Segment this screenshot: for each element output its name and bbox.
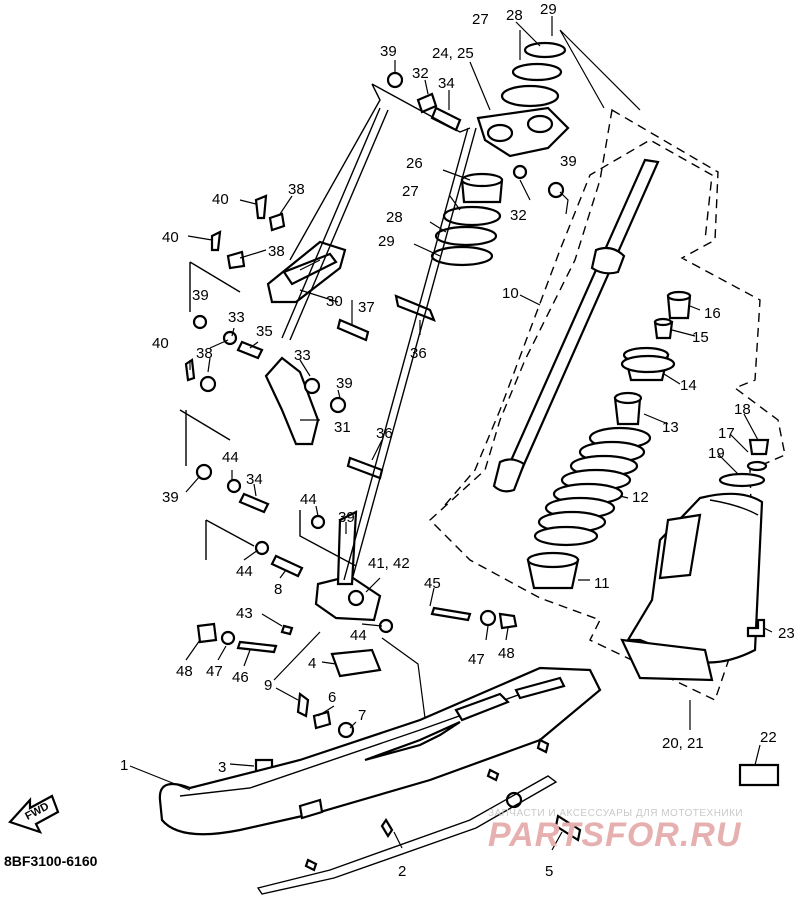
callout-41-42: 41, 42	[368, 555, 410, 572]
callout-27-top: 27	[472, 11, 489, 28]
callout-17: 17	[718, 425, 735, 442]
callout-22: 22	[760, 729, 777, 746]
callout-8: 8	[274, 581, 282, 598]
callout-5: 5	[545, 863, 553, 880]
callout-34: 34	[246, 471, 263, 488]
callout-26: 26	[406, 155, 423, 172]
shock-rod	[492, 158, 660, 493]
callout-34-top: 34	[438, 75, 455, 92]
callout-33: 33	[228, 309, 245, 326]
callout-6: 6	[328, 689, 336, 706]
diagram-code: 8BF3100-6160	[4, 853, 98, 869]
callout-4: 4	[308, 655, 316, 672]
callout-12: 12	[632, 489, 649, 506]
callout-2: 2	[398, 863, 406, 880]
callout-28: 28	[386, 209, 403, 226]
callout-37: 37	[358, 299, 375, 316]
callout-36-upper: 36	[410, 345, 427, 362]
callout-10: 10	[502, 285, 519, 302]
middle-bushings	[430, 172, 504, 267]
callout-38-lower: 38	[196, 345, 213, 362]
callout-11: 11	[594, 575, 610, 592]
callout-29-top: 29	[540, 1, 557, 18]
callout-13: 13	[662, 419, 679, 436]
shock-assembly-outline	[428, 108, 786, 701]
callout-32: 32	[510, 207, 527, 224]
callout-39-lower: 39	[338, 509, 355, 526]
shock-body	[620, 438, 770, 682]
spring-seat	[526, 551, 580, 590]
callout-38-top: 38	[288, 181, 305, 198]
callout-1: 1	[120, 757, 128, 774]
watermark-brand: PARTSFOR.RU	[488, 816, 742, 854]
callout-46: 46	[232, 669, 249, 686]
callout-31: 31	[334, 419, 351, 436]
callout-44-lower: 44	[350, 627, 367, 644]
decal: TSS	[738, 763, 780, 787]
callout-44-mid: 44	[300, 491, 317, 508]
callout-28-top: 28	[506, 7, 523, 24]
callout-33-mid: 33	[294, 347, 311, 364]
callout-labels: 1 2 3 4 5 6 7 8 9 10 11 12 13 14 15 16 1…	[120, 1, 795, 880]
decal-text: TSS	[745, 772, 766, 784]
shock-spring	[533, 426, 652, 547]
callout-48-right: 48	[498, 645, 515, 662]
shock-stop-parts	[613, 290, 692, 426]
callout-48-left: 48	[176, 663, 193, 680]
callout-36-lower: 36	[376, 425, 393, 442]
callout-45: 45	[424, 575, 441, 592]
callout-39-mid: 39	[336, 375, 353, 392]
callout-15: 15	[692, 329, 709, 346]
callout-23: 23	[778, 625, 795, 642]
callout-40-mid: 40	[162, 229, 179, 246]
watermark-caption: ЗАПЧАСТИ И АКСЕССУАРЫ ДЛЯ МОТОТЕХНИКИ	[488, 808, 743, 819]
callout-38-mid: 38	[268, 243, 285, 260]
callout-32-top: 32	[412, 65, 429, 82]
group-brackets	[179, 83, 471, 567]
callout-27: 27	[402, 183, 419, 200]
callout-39-lower-left: 39	[162, 489, 179, 506]
shock-inner-outline	[444, 139, 713, 506]
spindle	[314, 510, 382, 622]
callout-39-top: 39	[380, 43, 397, 60]
upper-bracket	[476, 41, 570, 199]
callout-24-25: 24, 25	[432, 45, 474, 62]
callout-39-left: 39	[192, 287, 209, 304]
callout-47-right: 47	[468, 651, 485, 668]
callout-19: 19	[708, 445, 725, 462]
callout-47-left: 47	[206, 663, 223, 680]
callout-7: 7	[358, 707, 366, 724]
callout-3: 3	[218, 759, 226, 776]
callout-40-top: 40	[212, 191, 229, 208]
ski	[158, 666, 602, 895]
fwd-arrow	[8, 794, 60, 834]
callout-44-left: 44	[236, 563, 253, 580]
leader-lines	[129, 16, 773, 851]
callout-20-21: 20, 21	[662, 735, 704, 752]
small-hardware	[184, 71, 582, 842]
callout-43: 43	[236, 605, 253, 622]
callout-40-lower: 40	[152, 335, 169, 352]
callout-14: 14	[680, 377, 697, 394]
callout-9: 9	[264, 677, 272, 694]
callout-16: 16	[704, 305, 721, 322]
callout-35: 35	[256, 323, 273, 340]
callout-44-top: 44	[222, 449, 239, 466]
callout-18: 18	[734, 401, 751, 418]
callout-29: 29	[378, 233, 395, 250]
callout-39-right: 39	[560, 153, 577, 170]
callout-30: 30	[326, 293, 343, 310]
